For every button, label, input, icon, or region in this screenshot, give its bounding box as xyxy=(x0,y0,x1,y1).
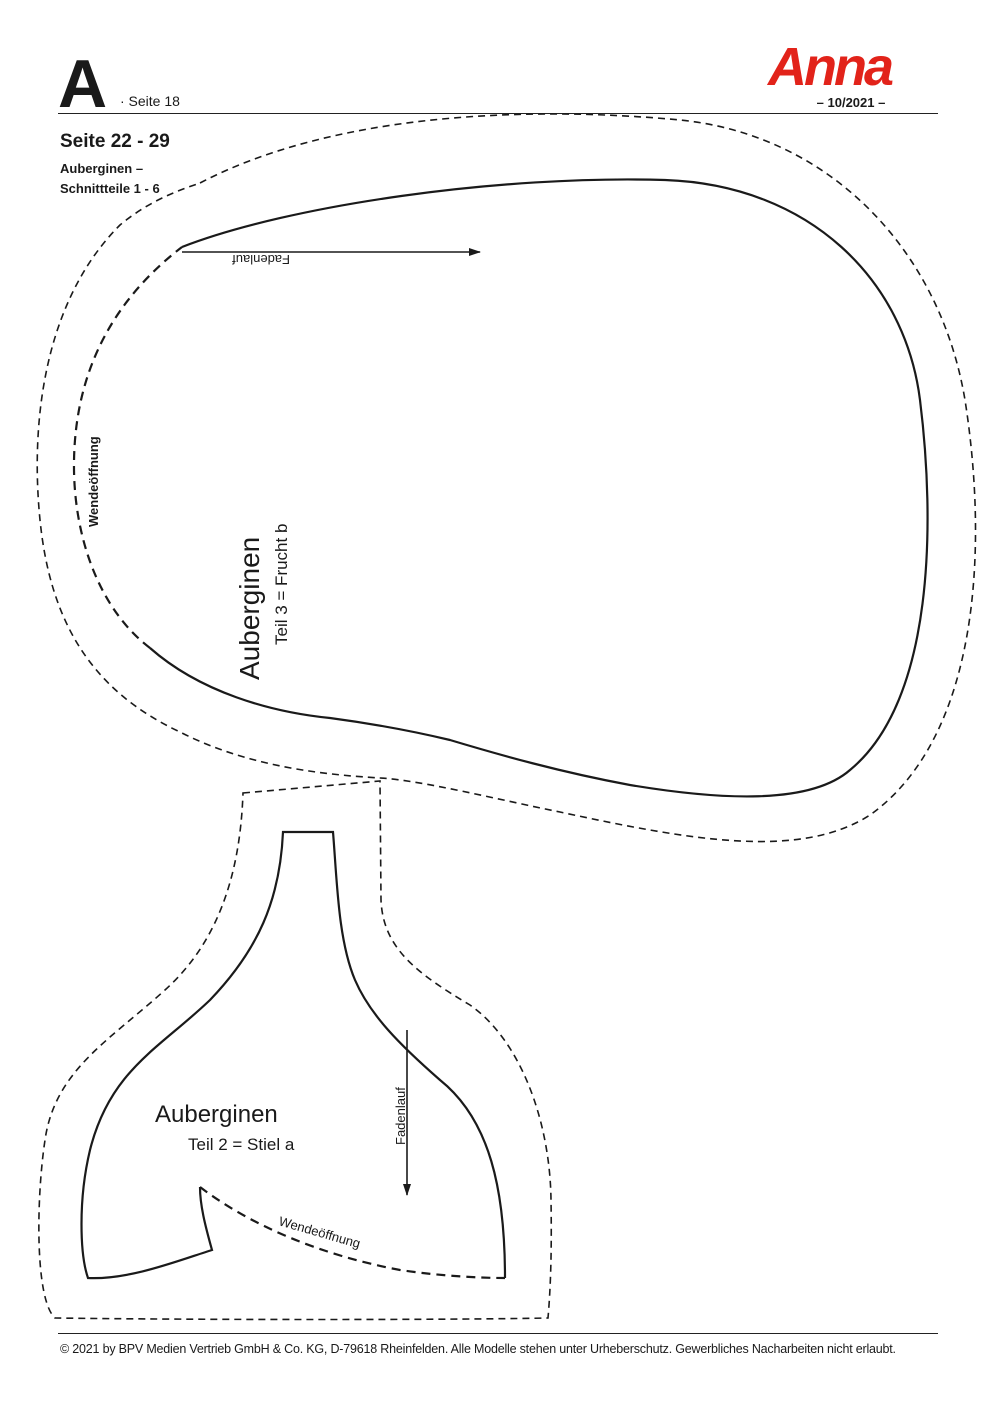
fruit-outline xyxy=(149,178,929,798)
sheet-page-label: · Seite 18 xyxy=(120,93,180,109)
fruit-turning-opening xyxy=(72,246,183,649)
subtitle-line-1: Auberginen – xyxy=(60,161,144,176)
stem-turning-opening xyxy=(199,1186,506,1280)
issue-label: – 10/2021 – xyxy=(816,95,886,110)
stem-outline xyxy=(80,830,507,1280)
fruit-opening-label: Wendeöffnung xyxy=(86,436,101,527)
stem-piece-part: Teil 2 = Stiel a xyxy=(188,1135,295,1154)
stem-piece-name: Auberginen xyxy=(155,1101,278,1128)
stem-grain-label: Fadenlauf xyxy=(393,1087,408,1145)
page-title: Seite 22 - 29 xyxy=(60,131,170,152)
fruit-grain-label: Fadenlauf xyxy=(232,252,290,267)
stem-seam-allowance xyxy=(38,780,553,1321)
footer-rule xyxy=(58,1333,938,1334)
stem-opening-label: Wendeöffnung xyxy=(277,1213,362,1251)
brand-logo: Anna xyxy=(768,37,894,97)
fruit-piece-name: Auberginen xyxy=(234,537,265,680)
sheet-letter: A xyxy=(58,46,107,122)
fruit-piece-part: Teil 3 = Frucht b xyxy=(272,524,291,645)
header-rule xyxy=(58,113,938,114)
subtitle-line-2: Schnittteile 1 - 6 xyxy=(60,181,160,196)
copyright-footer: © 2021 by BPV Medien Vertrieb GmbH & Co.… xyxy=(60,1342,896,1356)
fruit-seam-allowance xyxy=(36,113,977,843)
